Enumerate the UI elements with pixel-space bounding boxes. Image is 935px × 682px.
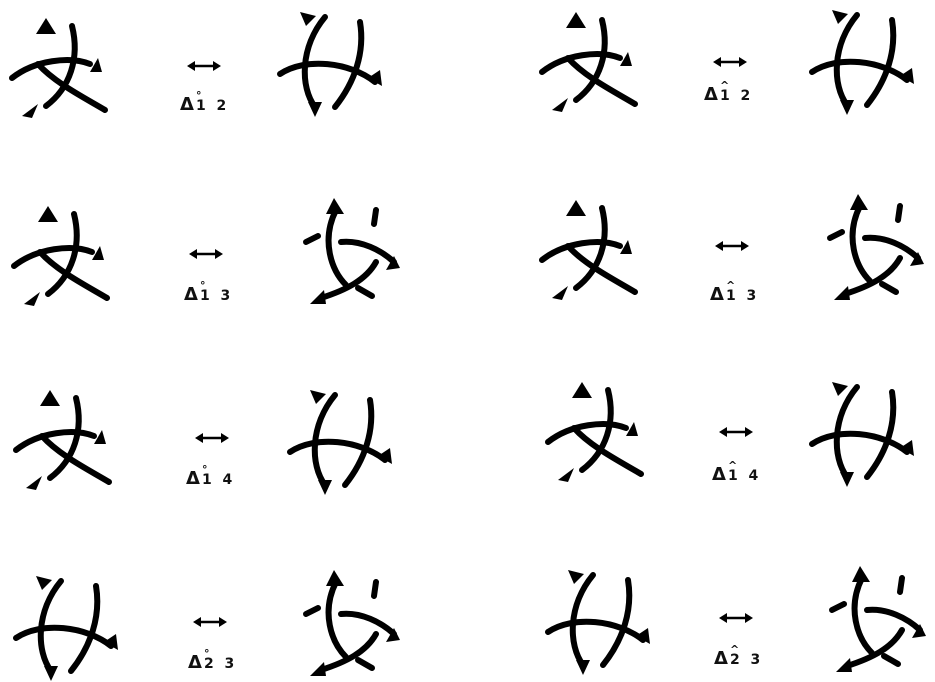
move-indices: 1 2 (719, 88, 754, 104)
move-label-4: Δ°2 3 (188, 647, 238, 673)
row-1-right-arrow (711, 55, 749, 69)
row-1-left-knot-a (12, 18, 105, 118)
row-2-right-arrow (713, 239, 751, 253)
move-indices: 2 3 (203, 656, 238, 672)
row-1-right-knot-a (542, 12, 635, 112)
move-label-8: Δ^2 3 (714, 643, 764, 669)
row-4-right-knot-b (832, 566, 926, 672)
row-3-right-knot-b (812, 382, 914, 487)
move-indices: 1 2 (195, 98, 230, 114)
row-2-left-knot-b (306, 198, 400, 304)
delta-symbol: Δ (710, 284, 726, 305)
delta-symbol: Δ (704, 84, 720, 105)
move-label-5: Δ^1 2 (704, 79, 754, 105)
move-label-3: Δ°1 4 (186, 463, 236, 489)
move-indices: 1 3 (725, 288, 760, 304)
accent-mark: ° (203, 647, 213, 660)
move-indices: 2 3 (729, 652, 764, 668)
row-1-left-knot-b (280, 12, 382, 117)
row-4-left-knot-a (16, 576, 118, 681)
delta-symbol: Δ (714, 648, 730, 669)
accent-mark: ^ (725, 279, 739, 292)
row-4-right-knot-a (548, 570, 650, 675)
row-2-left-arrow (187, 247, 225, 261)
move-indices: 1 3 (199, 288, 234, 304)
accent-mark: ° (201, 463, 211, 476)
accent-mark: ° (195, 89, 205, 102)
accent-mark: ^ (729, 643, 743, 656)
row-3-right-knot-a (548, 382, 641, 482)
move-label-7: Δ^1 4 (712, 459, 762, 485)
accent-mark: ^ (727, 459, 741, 472)
row-1-right-knot-b (812, 10, 914, 115)
row-3-right-arrow (717, 425, 755, 439)
row-3-left-knot-b (290, 390, 392, 495)
move-label-2: Δ°1 3 (184, 279, 234, 305)
row-3-left-arrow (193, 431, 231, 445)
move-label-1: Δ°1 2 (180, 89, 230, 115)
delta-symbol: Δ (712, 464, 728, 485)
row-1-left-arrow (185, 59, 223, 73)
accent-mark: ^ (719, 79, 733, 92)
row-4-right-arrow (717, 611, 755, 625)
row-2-left-knot-a (14, 206, 107, 306)
delta-symbol: Δ (180, 94, 196, 115)
row-4-left-arrow (191, 615, 229, 629)
row-4-left-knot-b (306, 570, 400, 676)
row-2-right-knot-b (830, 194, 924, 300)
delta-symbol: Δ (188, 652, 204, 673)
delta-symbol: Δ (184, 284, 200, 305)
row-2-right-knot-a (542, 200, 635, 300)
row-3-left-knot-a (16, 390, 109, 490)
move-indices: 1 4 (727, 468, 762, 484)
move-indices: 1 4 (201, 472, 236, 488)
move-label-6: Δ^1 3 (710, 279, 760, 305)
delta-symbol: Δ (186, 468, 202, 489)
accent-mark: ° (199, 279, 209, 292)
